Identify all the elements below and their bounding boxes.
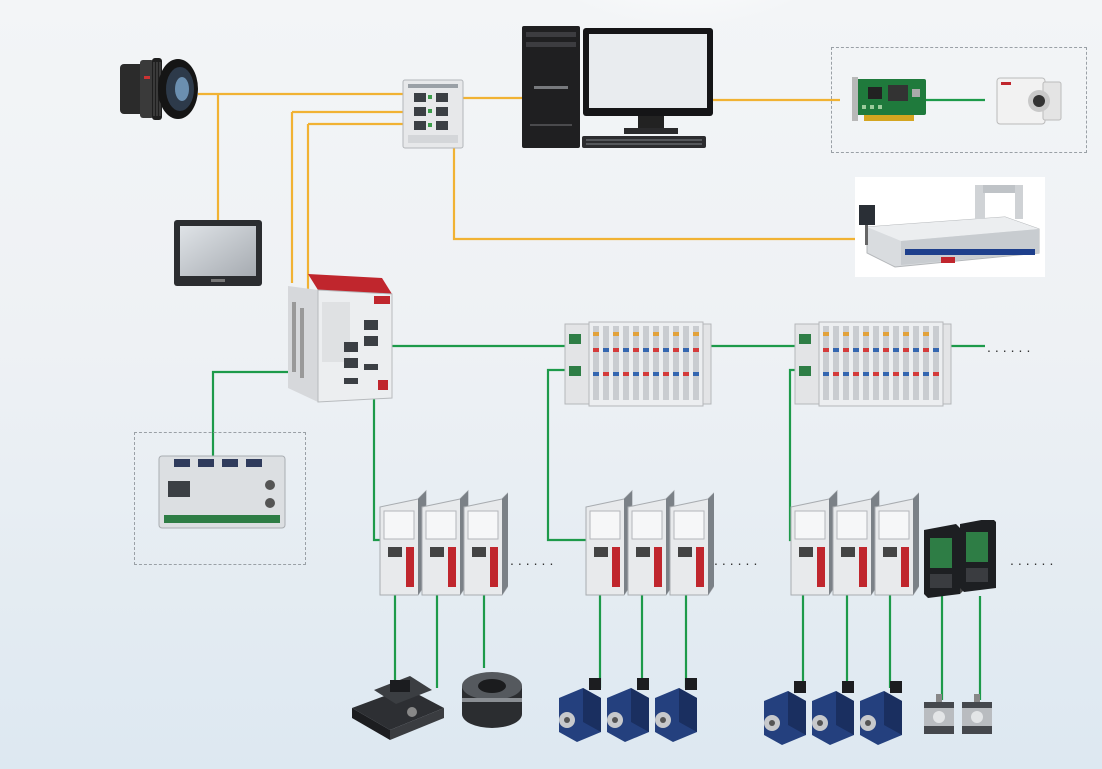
servo-motor-icon: [607, 678, 649, 742]
servo-drive-icon: [627, 489, 675, 596]
ethernet-switch-icon: [402, 79, 464, 149]
switch-to-laser-line: [452, 138, 862, 241]
servo-drive-group-1: [378, 487, 511, 604]
linear-stage-icon: [352, 676, 444, 740]
stepper-motor-icon: [962, 694, 992, 734]
servo-drive-group-3: [789, 487, 922, 604]
servo-motor-icon: [655, 678, 697, 742]
servo-drive-icon: [832, 489, 880, 596]
servo-drive-icon: [421, 489, 469, 596]
servo-motor-group-1: [559, 678, 697, 742]
servo-drive-icon: [379, 489, 427, 596]
continuation-dots: ......: [510, 552, 558, 568]
servo-drive-group-2: [584, 487, 717, 604]
coupler-io-terminal-icon: [794, 321, 952, 407]
continuation-dots: ......: [1010, 552, 1058, 568]
servo-drive-icon: [874, 489, 922, 596]
rotary-table-icon: [462, 672, 522, 728]
servo-motor-icon: [559, 678, 601, 742]
embedded-plc-icon: [288, 274, 393, 403]
servo-motor-icon: [812, 681, 854, 745]
servo-drive-icon: [463, 489, 511, 596]
hmi-panel-icon: [174, 220, 262, 286]
camera-lens-icon: [120, 58, 198, 120]
servo-motor-icon: [764, 681, 806, 745]
servo-drive-icon: [669, 489, 717, 596]
servo-drive-icon: [585, 489, 633, 596]
vision-subsystem-frame: [831, 47, 1087, 153]
continuation-dots: ......: [714, 552, 762, 568]
remote-io-module-icon: [158, 455, 286, 529]
servo-drive-icon: [790, 489, 838, 596]
industrial-camera-icon: [996, 77, 1062, 125]
ethercat-lines: [211, 98, 985, 700]
stepper-motor-group: [924, 694, 992, 734]
continuation-dots: ......: [987, 339, 1035, 355]
stepper-motor-icon: [924, 694, 954, 734]
laser-cutting-machine-icon: [855, 177, 1045, 277]
frame-grabber-card-icon: [852, 77, 926, 121]
servo-motor-group-2: [764, 681, 902, 745]
desktop-computer-icon: [522, 26, 713, 148]
coupler-io-terminal-icon: [564, 321, 712, 407]
remote-io-frame: [134, 432, 306, 565]
servo-motor-icon: [860, 681, 902, 745]
stepper-drive-icon: [924, 520, 996, 598]
